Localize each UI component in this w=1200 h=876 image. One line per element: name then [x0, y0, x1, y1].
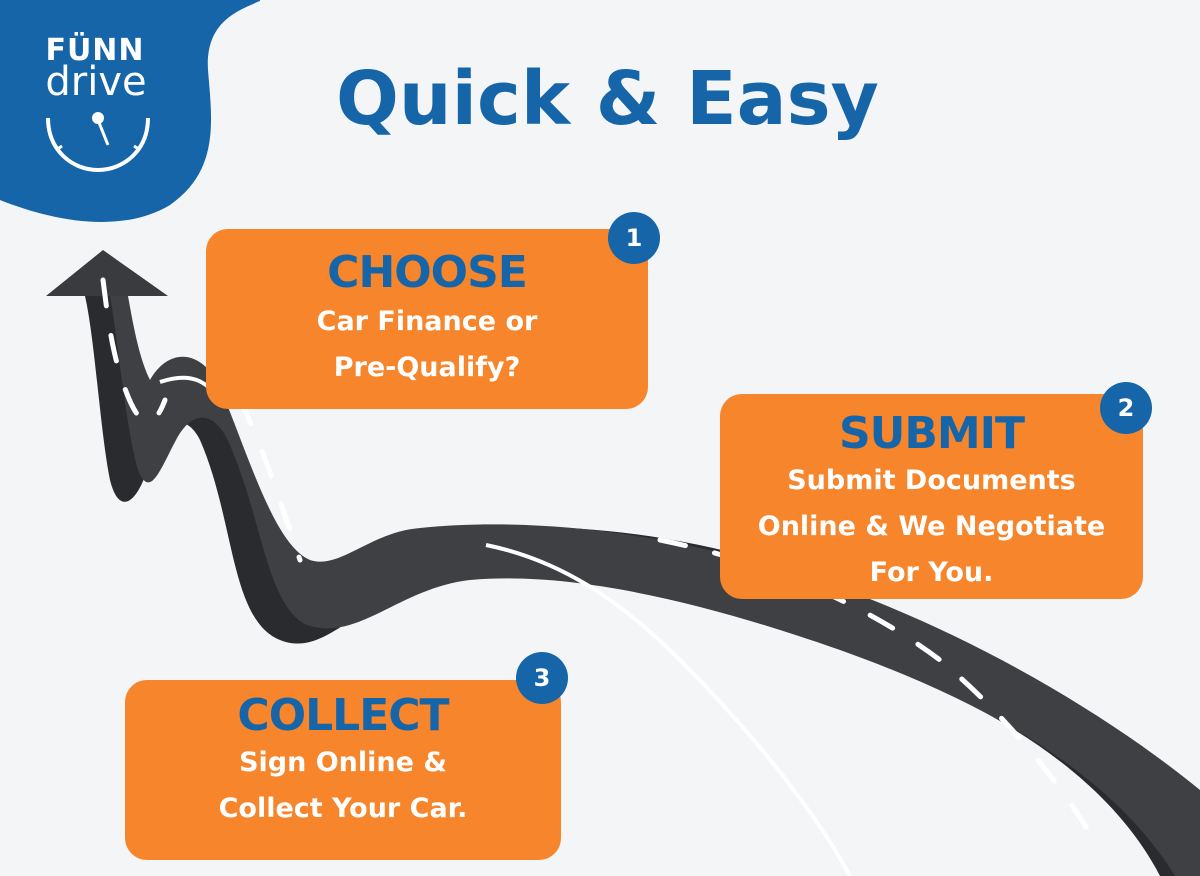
- speedometer-icon: [46, 112, 150, 173]
- step-text-line: Pre-Qualify?: [333, 352, 521, 383]
- step-text-line: Submit Documents: [787, 465, 1076, 496]
- road-arrow-icon: [46, 250, 168, 296]
- step-text-line: For You.: [869, 557, 994, 588]
- step-card-choose: CHOOSE Car Finance or Pre-Qualify?: [206, 229, 648, 409]
- step-heading: CHOOSE: [327, 247, 528, 298]
- step-heading: COLLECT: [237, 690, 449, 741]
- step-text-line: Collect Your Car.: [218, 793, 468, 824]
- step-heading: SUBMIT: [838, 408, 1025, 459]
- step-card-collect: COLLECT Sign Online & Collect Your Car.: [125, 680, 561, 860]
- step-text-line: Car Finance or: [316, 306, 538, 337]
- logo-text-funn: FÜNN: [45, 33, 145, 68]
- step-card-submit: SUBMIT Submit Documents Online & We Nego…: [720, 394, 1143, 599]
- step-number-badge: 2: [1100, 382, 1152, 434]
- step-text-line: Sign Online &: [239, 747, 447, 778]
- step-number-badge: 1: [608, 212, 660, 264]
- logo-text-drive: drive: [45, 59, 147, 105]
- logo-blob: [0, 0, 260, 222]
- page-title: Quick & Easy: [336, 56, 879, 142]
- road-lane-dashes: [100, 277, 1103, 853]
- road-surface: [60, 252, 1200, 876]
- step-number-badge: 3: [516, 652, 568, 704]
- step-text-line: Online & We Negotiate: [757, 511, 1106, 542]
